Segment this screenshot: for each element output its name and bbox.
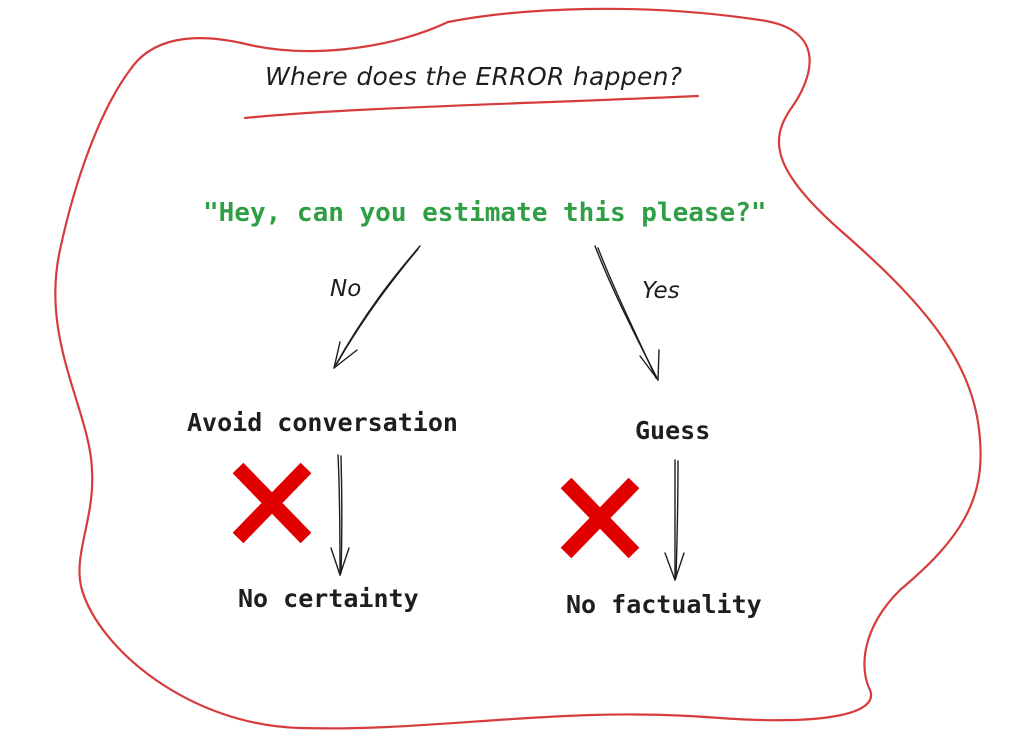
red-x-icon [560, 477, 640, 559]
outline-shape [54, 7, 982, 730]
arrow-avoid-outcome [330, 454, 350, 576]
root-question: "Hey, can you estimate this please?" [203, 198, 767, 228]
diagram-title: Where does the ERROR happen? [265, 62, 683, 91]
outcome-no-certainty: No certainty [238, 584, 419, 613]
node-guess: Guess [635, 416, 711, 445]
edge-label-no: No [330, 276, 362, 302]
arrow-guess-outcome [664, 459, 685, 581]
arrow-yes [594, 245, 660, 381]
node-avoid-conversation: Avoid conversation [187, 408, 458, 437]
arrow-no [333, 245, 421, 369]
outcome-no-factuality: No factuality [566, 590, 762, 619]
edge-label-yes: Yes [642, 278, 680, 304]
title-underline [243, 94, 700, 120]
red-x-icon [232, 462, 312, 544]
